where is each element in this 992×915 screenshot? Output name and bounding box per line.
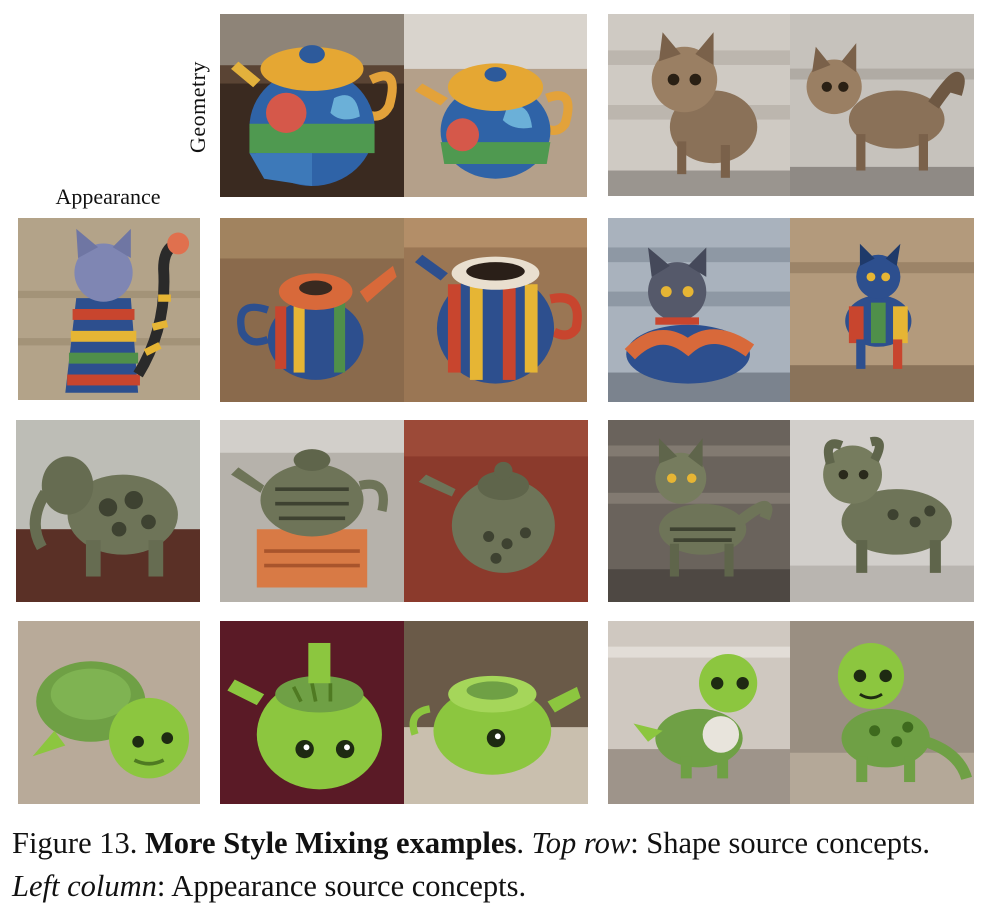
stone-elephant-appearance-source xyxy=(16,420,200,602)
cat-turtle-result-1 xyxy=(608,621,790,804)
caption-left-column-text: : Appearance source concepts. xyxy=(156,869,527,903)
teapot-shape-source-2 xyxy=(404,14,587,197)
geometry-label: Geometry xyxy=(180,48,216,166)
caption-title: More Style Mixing examples xyxy=(145,826,517,860)
caption-left-column-label: Left column xyxy=(12,869,157,903)
cat-stone-result-1 xyxy=(608,420,790,602)
teapot-striped-result-1 xyxy=(220,218,404,402)
kitten-shape-source-1 xyxy=(608,14,790,196)
caption-figure-number: Figure 13. xyxy=(12,826,138,860)
teapot-striped-result-2 xyxy=(404,218,587,402)
caption-title-period: . xyxy=(516,826,524,860)
turtle-plush-appearance-source xyxy=(18,621,200,804)
cat-turtle-result-2 xyxy=(790,621,974,804)
striped-cat-appearance-source xyxy=(18,218,200,400)
teapot-stone-result-2 xyxy=(404,420,588,602)
cat-striped-result-1 xyxy=(608,218,790,402)
figure-caption: Figure 13. More Style Mixing examples. T… xyxy=(12,822,980,908)
kitten-shape-source-2 xyxy=(790,14,974,196)
teapot-shape-source-1 xyxy=(220,14,404,197)
teapot-turtle-result-1 xyxy=(220,621,404,804)
appearance-label: Appearance xyxy=(55,184,161,209)
cat-striped-result-2 xyxy=(790,218,974,402)
caption-top-row-label: Top row xyxy=(531,826,631,860)
caption-top-row-text: : Shape source concepts. xyxy=(630,826,931,860)
teapot-turtle-result-2 xyxy=(404,621,588,804)
teapot-stone-result-1 xyxy=(220,420,404,602)
geometry-label-text: Geometry xyxy=(185,61,210,153)
cat-stone-result-2 xyxy=(790,420,974,602)
